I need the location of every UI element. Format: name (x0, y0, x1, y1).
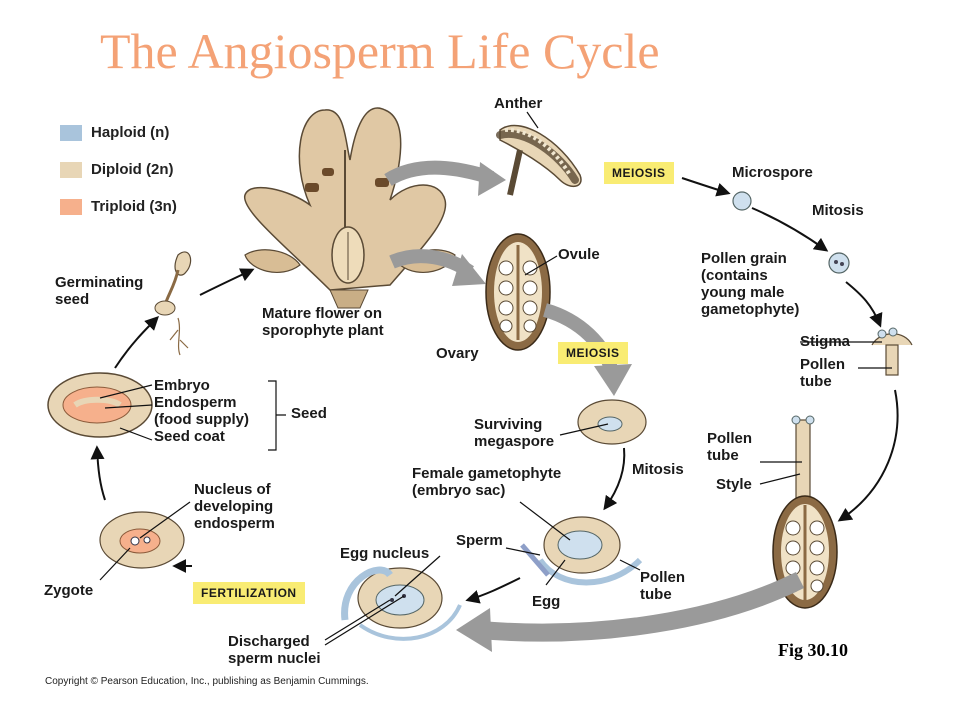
label-zygote: Zygote (44, 582, 94, 599)
legend-item-diploid: Diploid (2n) (60, 151, 177, 188)
microspore-illustration (732, 191, 752, 211)
germinating-seed-illustration (154, 251, 192, 356)
label-stigma: Stigma (800, 333, 851, 350)
label-egg-nucleus: Egg nucleus (340, 545, 430, 562)
label-sperm: Sperm (456, 532, 503, 549)
embryo-sac-illustration (520, 516, 643, 586)
label-nucleus-endosperm: Nucleus of developing endosperm (194, 481, 275, 532)
label-female-gametophyte: Female gametophyte (embryo sac) (412, 465, 562, 499)
label-egg: Egg (532, 593, 561, 610)
label-embryo-group: Embryo Endosperm (food supply) Seed coat (154, 377, 249, 445)
tag-meiosis-anther: MEIOSIS (604, 162, 674, 184)
label-germinating-seed: Germinating seed (55, 274, 144, 308)
megaspore-illustration (577, 399, 647, 445)
label-pollen-tube-1: Pollen tube (800, 356, 846, 390)
fertilization-ovule-illustration (341, 566, 462, 641)
label-pollen-grain: Pollen grain (contains young male gameto… (701, 250, 800, 318)
label-ovule: Ovule (558, 246, 600, 263)
label-ovary: Ovary (436, 345, 479, 362)
legend-item-triploid: Triploid (3n) (60, 188, 177, 225)
label-discharged-sperm-nuclei: Discharged sperm nuclei (228, 633, 321, 667)
label-surviving-megaspore: Surviving megaspore (474, 416, 555, 450)
label-anther: Anther (494, 95, 543, 112)
pollen-grain-illustration (828, 252, 850, 274)
legend-label: Haploid (n) (91, 124, 170, 141)
zygote-illustration (99, 511, 185, 569)
legend-swatch-haploid (60, 124, 82, 141)
copyright-notice: Copyright © Pearson Education, Inc., pub… (45, 676, 369, 687)
figure-number: Fig 30.10 (778, 640, 848, 660)
legend-label: Triploid (3n) (91, 198, 177, 215)
label-mitosis-top: Mitosis (812, 202, 864, 219)
page-title: The Angiosperm Life Cycle (100, 23, 660, 79)
tag-meiosis-ovule: MEIOSIS (558, 342, 628, 364)
legend-label: Diploid (2n) (91, 161, 174, 178)
label-pollen-tube-3: Pollen tube (640, 569, 686, 603)
label-style: Style (716, 476, 752, 493)
legend-swatch-diploid (60, 161, 82, 178)
label-mature-flower: Mature flower on sporophyte plant (262, 305, 384, 339)
ovary-illustration (485, 233, 551, 351)
tag-fertilization: FERTILIZATION (193, 582, 305, 604)
label-seed: Seed (291, 405, 327, 422)
anther-illustration (496, 124, 582, 196)
label-microspore: Microspore (732, 164, 813, 181)
label-pollen-tube-2: Pollen tube (707, 430, 753, 464)
mature-flower-illustration (244, 107, 456, 309)
legend-swatch-triploid (60, 198, 82, 215)
legend-item-haploid: Haploid (n) (60, 114, 177, 151)
legend: Haploid (n) Diploid (2n) Triploid (3n) (60, 114, 177, 225)
seed-illustration (47, 372, 153, 438)
label-mitosis-mid: Mitosis (632, 461, 684, 478)
